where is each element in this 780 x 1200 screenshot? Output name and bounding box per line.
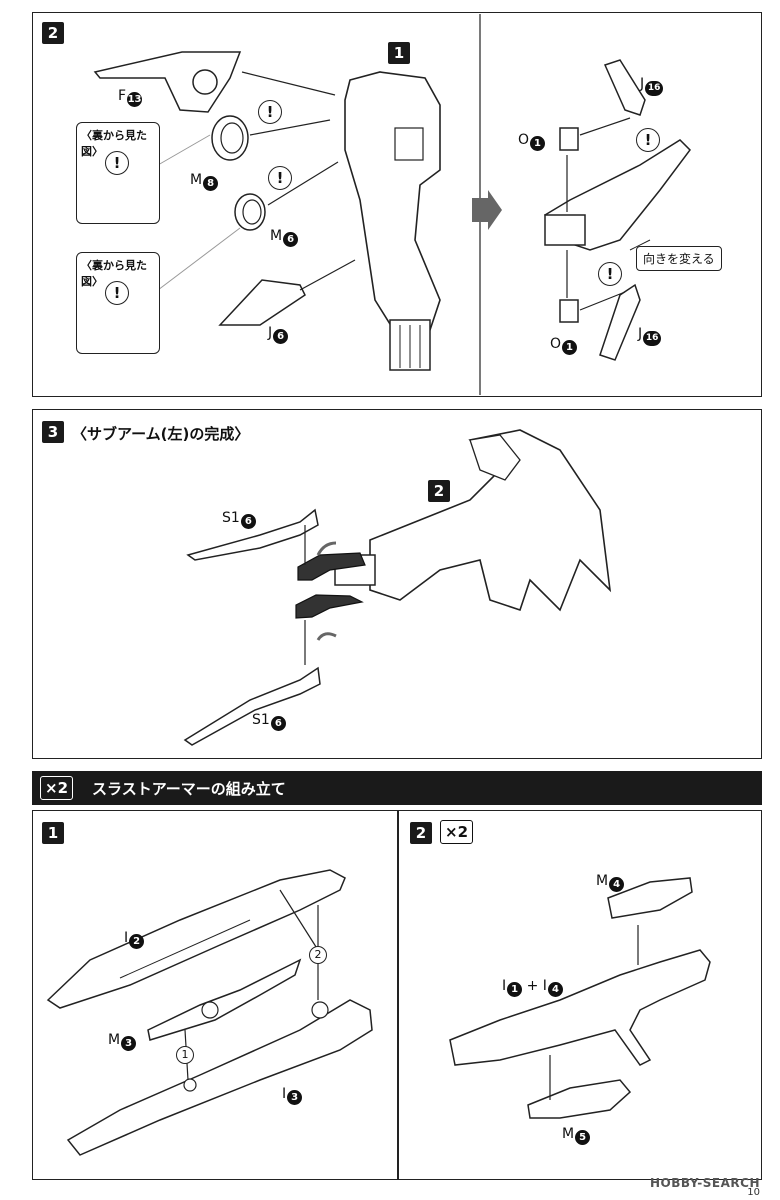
thrust-armor-header: ×2 スラストアーマーの組み立て (32, 771, 762, 805)
caution-icon: ! (105, 151, 129, 175)
marker-1: 1 (176, 1046, 194, 1064)
caution-icon: ! (636, 128, 660, 152)
back-view-box-1: 〈裏から見た図〉 ! (76, 122, 160, 224)
caution-icon: ! (258, 100, 282, 124)
caution-icon: ! (598, 262, 622, 286)
back-view-label: 〈裏から見た図〉 (81, 129, 147, 158)
thrust-step1-number: 1 (42, 822, 64, 844)
thrust-step2-number: 2 (410, 822, 432, 844)
step3-number: 3 (42, 421, 64, 443)
multiplier-badge: ×2 (440, 820, 474, 844)
watermark: HOBBY-SEARCH (649, 1176, 760, 1190)
back-view-label: 〈裏から見た図〉 (81, 259, 147, 288)
step3-title: 〈サブアーム(左)の完成〉 (72, 425, 250, 443)
marker-2: 2 (309, 946, 327, 964)
back-view-box-2: 〈裏から見た図〉 ! (76, 252, 160, 354)
change-direction-tag: 向きを変える (636, 246, 722, 271)
caution-icon: ! (268, 166, 292, 190)
caution-icon: ! (105, 281, 129, 305)
step3-ref-2: 2 (428, 480, 450, 502)
step2-ref-1: 1 (388, 42, 410, 64)
page-number: 10 (747, 1187, 760, 1198)
thrust-armor-title: スラストアーマーの組み立て (92, 780, 286, 798)
multiplier-badge: ×2 (40, 776, 74, 800)
step2-number: 2 (42, 22, 64, 44)
